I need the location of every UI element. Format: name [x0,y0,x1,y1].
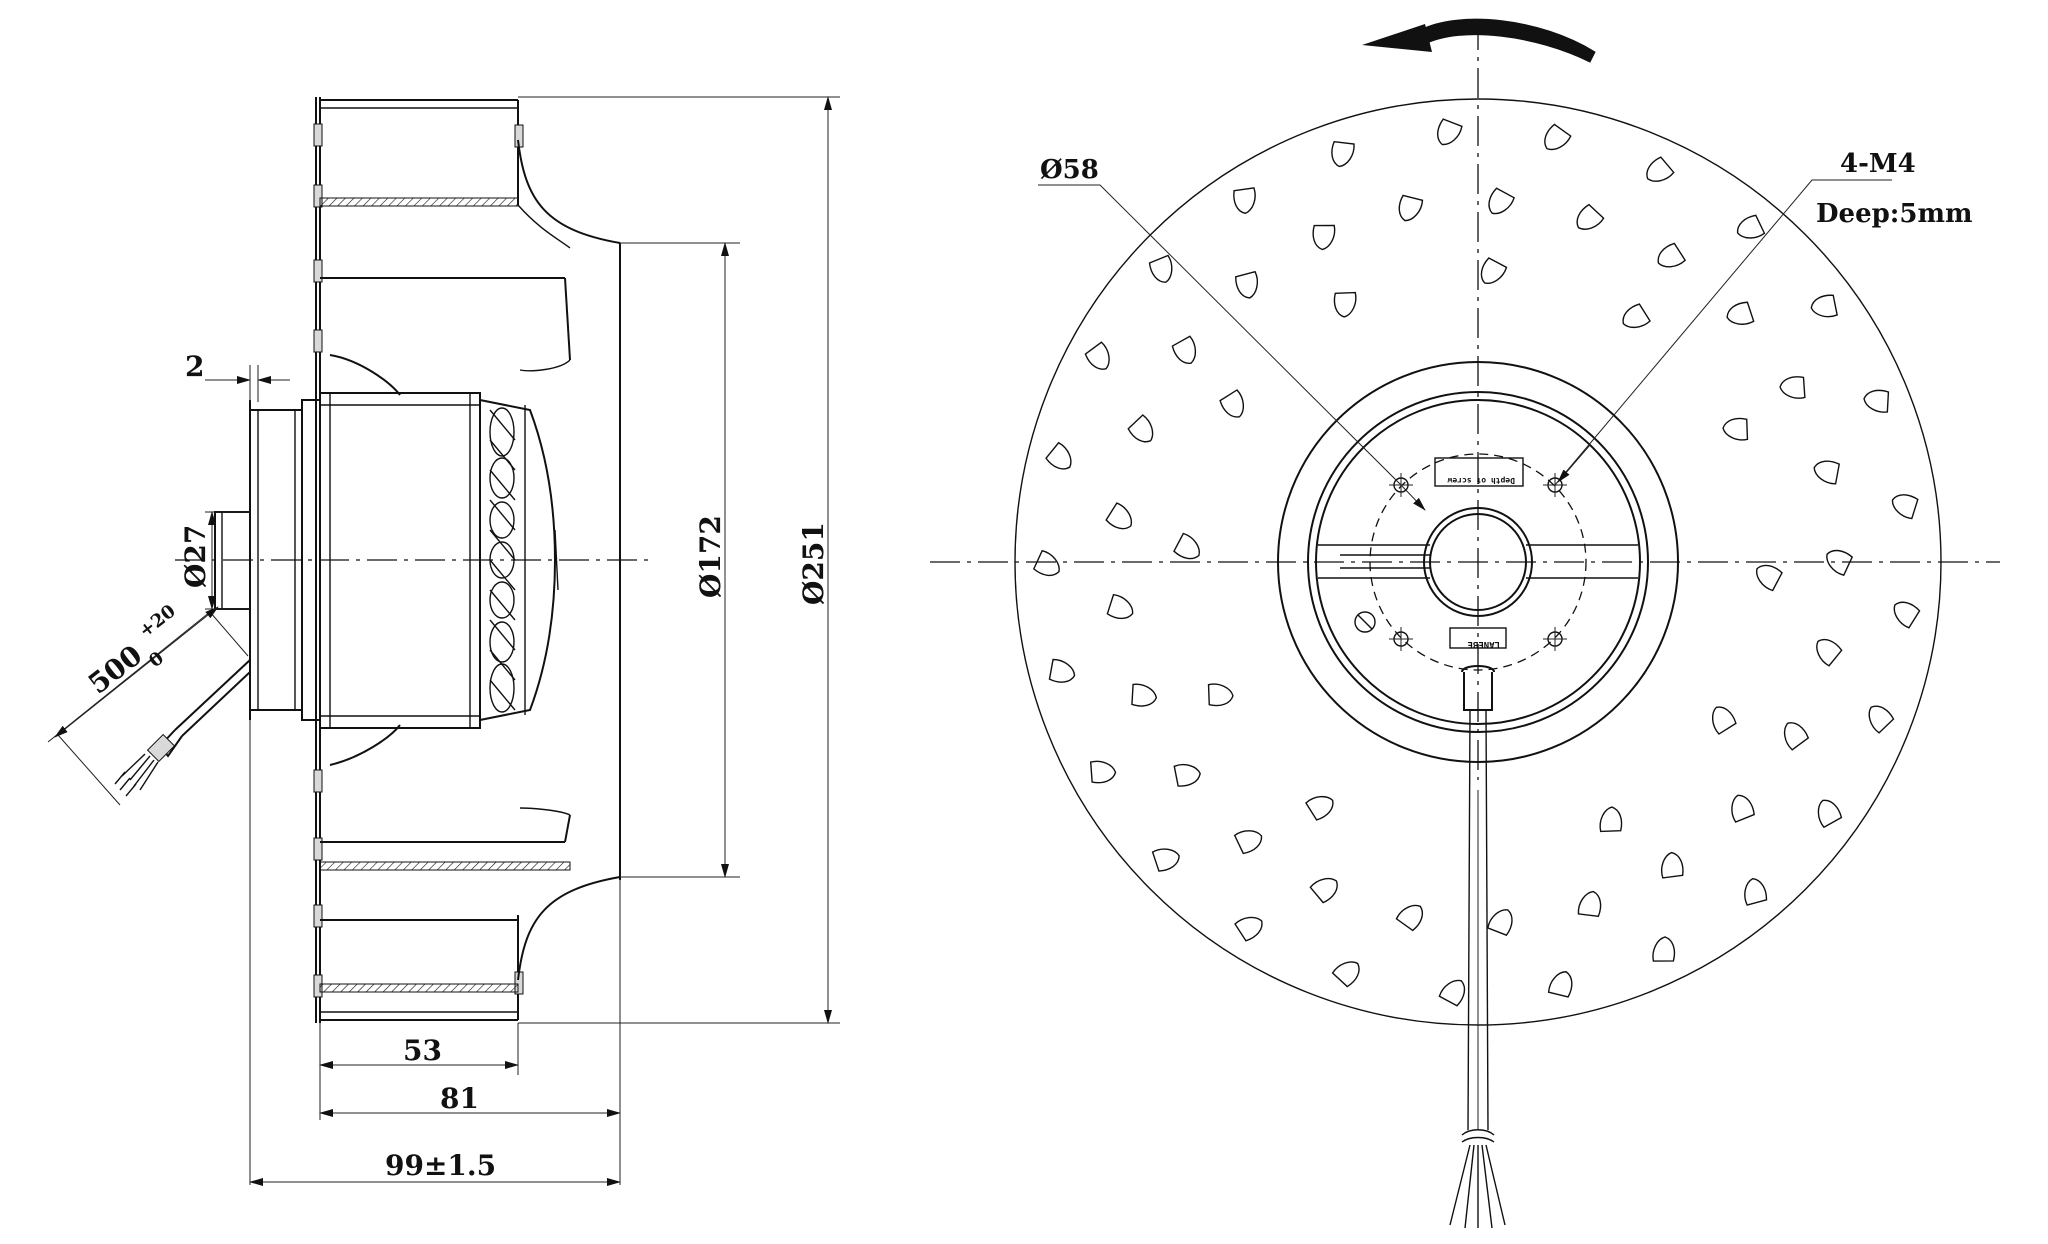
blade-tab [1173,763,1201,787]
blade-tab [1305,796,1334,821]
blade-tab [1331,140,1355,168]
blade-tab [1235,270,1259,299]
blade-tab [1577,890,1602,918]
blade-tab [1309,877,1338,904]
front-view: Depth of screw LANEBE Ø58 4-M4 Deep:5mm [930,18,2000,1229]
cooling-slots [489,407,516,713]
blade-tab [1395,904,1423,932]
blade-tab [1868,705,1895,734]
blade-tab [1437,118,1463,146]
blade-tab [1622,303,1651,328]
blade-tab [1045,441,1072,470]
dim-outer-diameter: Ø251 [518,96,840,1024]
blade-tab [1084,341,1110,370]
leader-thread: 4-M4 Deep:5mm [1554,149,1973,486]
blade-tab [1712,706,1737,735]
blade-tab [1891,494,1919,520]
blades-upper [319,99,621,880]
blade-tab [1816,638,1843,667]
blade-tab [1333,291,1357,318]
leader-bolt-circle: Ø58 [1038,155,1426,511]
impeller-depth-label: 81 [440,1082,479,1115]
inlet-diameter-label: Ø172 [694,515,727,598]
blade-tab [1817,799,1843,829]
blade-tab [1783,722,1810,751]
label-plate-bottom [1449,627,1507,649]
blade-tab [1488,187,1515,215]
blade-tab [1722,417,1749,441]
motor-depth-label: 53 [403,1034,442,1067]
blade-tab [1813,460,1841,485]
blade-tab [1048,658,1076,683]
blade-tab [1826,549,1854,577]
hub-assembly: Depth of screw LANEBE [1277,361,1679,763]
cable-tol-upper: +20 [135,601,180,642]
blade-tab [1599,806,1623,833]
blade-tab [1736,214,1766,239]
blade-tab [1173,532,1200,560]
bolt-circle-label: Ø58 [1040,155,1099,185]
blade-tab [1657,242,1687,268]
motor-body [249,392,559,729]
blade-tab [1398,194,1424,222]
blade-tab [1486,909,1513,937]
blade-tab [1893,601,1921,629]
side-view: 500 +20 0 2 Ø27 Ø172 [47,96,840,1186]
flange-offset-label: 2 [185,350,204,383]
blade-tab [1731,794,1755,823]
blades-lower [319,724,621,1021]
blade-tab [1744,878,1768,906]
blade-tab [1032,549,1060,577]
blade-tab [1148,254,1173,283]
blade-tab [1438,979,1466,1007]
cable-tol-lower: 0 [145,648,168,672]
blade-tab [1171,335,1197,364]
blade-tab [1756,564,1783,592]
blade-tab [1106,593,1134,620]
blade-tab [1547,971,1573,998]
blade-tab [1646,156,1675,182]
rotation-arrow [1362,18,1596,63]
blade-tab [1233,830,1263,855]
dim-depths: 53 81 99±1.5 [249,720,621,1186]
total-depth-label: 99±1.5 [385,1149,496,1182]
blade-tab [1331,961,1360,988]
cable [114,659,251,797]
blade-tab [1207,683,1234,707]
cable-length-label: 500 [82,639,148,701]
dim-inlet-diameter: Ø172 [620,242,740,878]
cable-gland [1463,672,1493,711]
outer-diameter-label: Ø251 [797,522,830,605]
dim-flange-offset: 2 [185,350,290,402]
ground-screw [1354,611,1376,633]
blade-tab [1105,502,1133,530]
blade-tab [1089,760,1117,784]
blade-tab [1480,257,1508,284]
blade-tab [1233,187,1256,215]
blade-tab [1151,848,1180,872]
blade-tab [1219,389,1244,418]
blade-tab [1660,851,1684,879]
blade-tab [1312,224,1336,251]
label-plate-top-text: Depth of screw [1447,476,1515,485]
blade-tab [1576,203,1605,230]
hub-diameter-label: Ø27 [179,525,212,588]
blade-tabs [1032,118,1921,1007]
blade-tab [1131,683,1158,707]
blade-tab [1810,294,1838,318]
label-plate-bottom-text: LANEBE [1467,639,1500,649]
blade-tab [1127,414,1154,443]
blade-tab [1652,936,1676,962]
blade-tab [1863,389,1890,413]
blade-tab [1726,301,1755,325]
blade-tab [1544,123,1572,151]
front-cable [1449,709,1506,1229]
blade-tab [1234,916,1263,942]
label-plate-top [1434,457,1524,487]
thread-label: 4-M4 [1840,149,1916,179]
blade-tab [1779,376,1806,399]
depth-label: Deep:5mm [1816,199,1973,229]
dim-hub-diameter: Ø27 [179,511,250,610]
